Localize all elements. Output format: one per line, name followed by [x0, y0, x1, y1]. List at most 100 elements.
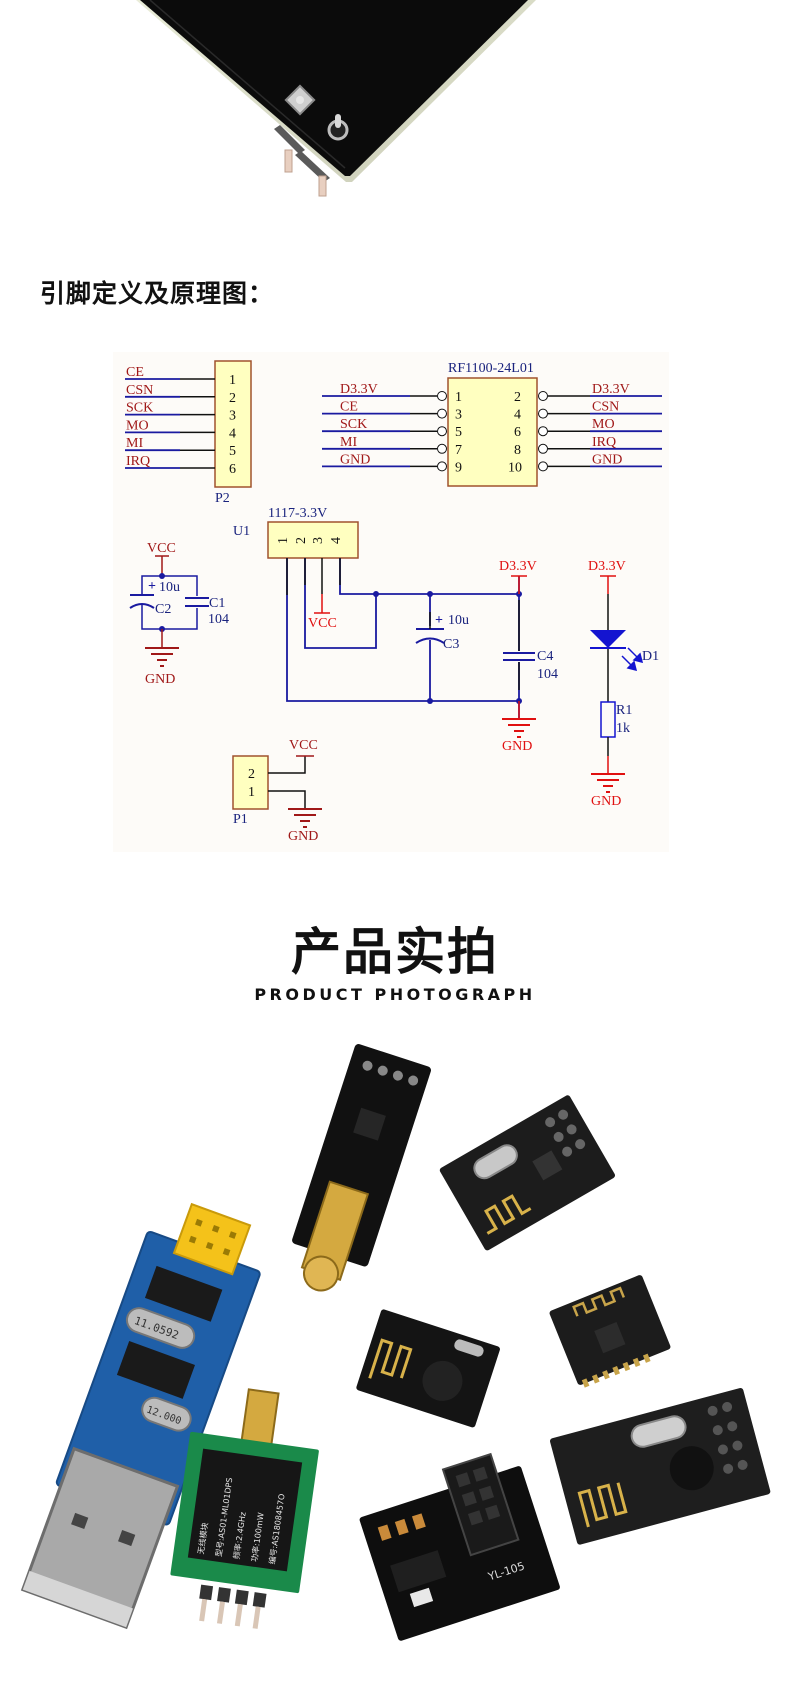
- section-title: 产品实拍: [291, 923, 499, 981]
- rf-right-net-label: IRQ: [592, 435, 616, 450]
- pin-circle-icon: [437, 461, 447, 472]
- pin-circle-icon: [538, 391, 548, 401]
- rf-module: RF1100-24L01 D3.3V1CE3SCK5MI7GND9D3.3V2C…: [322, 361, 662, 487]
- gnd-label: GND: [502, 739, 532, 754]
- svg-text:+: +: [435, 613, 443, 628]
- led-diode-icon: [590, 630, 626, 648]
- c4-value: 104: [537, 667, 558, 682]
- rf-right-net-label: MO: [592, 417, 615, 432]
- u1-pin-number: 3: [311, 537, 326, 544]
- u1-part-label: 1117-3.3V: [268, 506, 327, 521]
- rf-right-pin-number: 10: [508, 460, 522, 475]
- rf-right-net-label: D3.3V: [592, 382, 630, 397]
- header-pins-icon: [274, 125, 330, 197]
- nrf24l01-module: [439, 1095, 616, 1251]
- p2-pin-number: 3: [229, 409, 236, 424]
- pin-circle-icon: [437, 443, 447, 454]
- rf-left-net-label: CE: [340, 400, 358, 415]
- gnd-label: GND: [145, 672, 175, 687]
- p2-net-label: CE: [126, 365, 144, 380]
- u1-body: [267, 521, 359, 559]
- p1-ref: P1: [233, 812, 248, 827]
- yellow-socket: [172, 1202, 252, 1276]
- p2-body: [214, 360, 252, 488]
- c4-ref: C4: [537, 649, 553, 664]
- u1-ref: U1: [233, 524, 250, 539]
- rf-body: [447, 377, 538, 487]
- p2-net-label: IRQ: [126, 454, 150, 469]
- board-corner-photo: [136, 0, 536, 197]
- c2-ref: C2: [155, 602, 171, 617]
- p1-pin: 1: [248, 785, 255, 800]
- ground-symbol: [288, 808, 322, 828]
- led-rail-label: D3.3V: [588, 559, 626, 574]
- nrf24l01-module-2: [550, 1387, 771, 1545]
- p2-pin-number: 4: [229, 426, 236, 441]
- p2-pin-number: 2: [229, 391, 236, 406]
- u1-pin-number: 2: [294, 537, 309, 544]
- rf-left-pin-number: 9: [455, 460, 462, 475]
- svg-text:+: +: [148, 579, 156, 594]
- p1-body: [232, 755, 269, 810]
- usb-adapter-module: 11.0592 12.000: [20, 1202, 261, 1630]
- c3-value: 10u: [448, 613, 469, 628]
- rf-left-pin-number: 7: [455, 443, 462, 458]
- rf-right-pin-number: 6: [514, 425, 521, 440]
- u1-pin-number: 4: [329, 537, 344, 544]
- p1-vcc-label: VCC: [289, 738, 318, 753]
- p1-gnd-label: GND: [288, 829, 318, 844]
- smd-mini-module: [549, 1275, 671, 1388]
- input-capacitors: VCC + 10u C2 C1 104 GND: [129, 541, 229, 687]
- ground-symbol: [145, 647, 179, 667]
- p1-connector: 2 1 P1 VCC GND: [232, 738, 322, 844]
- pin-circle-icon: [437, 426, 447, 437]
- rf-left-net-label: SCK: [340, 417, 367, 432]
- pa-lna-module: [292, 1044, 431, 1292]
- pin-circle-icon: [538, 426, 548, 437]
- p2-net-label: MO: [126, 418, 149, 433]
- smd-module-1: [356, 1309, 500, 1428]
- pin-circle-icon: [538, 461, 548, 472]
- rf-left-net-label: GND: [340, 452, 370, 467]
- rf-left-net-label: MI: [340, 435, 357, 450]
- rf-left-pin-number: 5: [455, 425, 462, 440]
- rf-right-net-label: CSN: [592, 400, 619, 415]
- c1-ref: C1: [209, 596, 225, 611]
- module-label-line: 无线模块: [195, 1522, 209, 1555]
- pin-circle-icon: [437, 408, 447, 419]
- vcc-label: VCC: [147, 541, 176, 556]
- adapter-board-yl105: YL-105: [359, 1452, 560, 1641]
- rf-part-label: RF1100-24L01: [448, 361, 534, 376]
- rf-right-pin-number: 4: [514, 408, 521, 423]
- c2-value: 10u: [159, 580, 180, 595]
- c1-value: 104: [208, 612, 229, 627]
- p1-pin: 2: [248, 767, 255, 782]
- led-indicator: D3.3V D1 R1 1k GND: [588, 559, 659, 809]
- junction-dot: [159, 573, 165, 579]
- rf-left-pin-number: 3: [455, 408, 462, 423]
- ground-symbol: [591, 773, 625, 793]
- rf-right-net-label: GND: [592, 452, 622, 467]
- rf-right-pin-number: 8: [514, 443, 521, 458]
- pin-definition-heading: 引脚定义及原理图：: [40, 279, 275, 308]
- p2-pin-number: 5: [229, 444, 236, 459]
- r1-ref: R1: [616, 703, 632, 718]
- resistor-r1: [600, 701, 616, 738]
- p2-pin-number: 1: [229, 373, 236, 388]
- d1-ref: D1: [642, 649, 659, 664]
- p2-net-label: MI: [126, 436, 143, 451]
- p2-net-label: CSN: [126, 383, 153, 398]
- rf-left-net-label: D3.3V: [340, 382, 378, 397]
- ground-symbol: [502, 718, 536, 738]
- pin-circle-icon: [538, 443, 548, 454]
- pcb-board: [140, 0, 528, 176]
- d33-rail-label: D3.3V: [499, 559, 537, 574]
- pin-circle-icon: [538, 408, 548, 419]
- p2-pin-number: 6: [229, 462, 236, 477]
- section-subtitle: PRODUCT PHOTOGRAPH: [254, 985, 536, 1004]
- junction-dot: [373, 591, 379, 597]
